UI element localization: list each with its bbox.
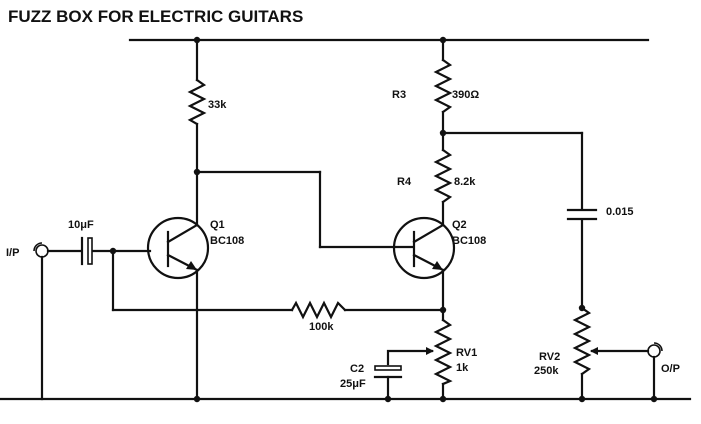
input-label: I/P (6, 247, 19, 259)
output-coupling-wire (441, 131, 584, 210)
interstage-wire (195, 170, 414, 249)
r3-value: 390Ω (452, 89, 479, 101)
rv1-value: 1k (456, 362, 469, 374)
rv2-value: 250k (534, 365, 559, 377)
capacitor-0-015: 0.015 (566, 206, 634, 310)
capacitor-10uf-value: 10μF (68, 219, 94, 231)
input-jack: I/P (6, 242, 49, 401)
rv2-ref: RV2 (539, 351, 560, 363)
resistor-33k: 33k (187, 38, 227, 174)
output-label: O/P (661, 363, 680, 375)
c2-value: 25μF (340, 378, 366, 390)
r4-ref: R4 (397, 176, 412, 188)
resistor-100k: 100k (111, 249, 445, 333)
diagram-title: FUZZ BOX FOR ELECTRIC GUITARS (8, 7, 303, 26)
output-jack: O/P (647, 342, 680, 401)
resistor-100k-value: 100k (309, 321, 334, 333)
capacitor-c2: C2 25μF (340, 363, 403, 401)
c2-ref: C2 (350, 363, 364, 375)
q2-ref: Q2 (452, 219, 467, 231)
resistor-33k-value: 33k (208, 99, 227, 111)
q1-part: BC108 (210, 235, 244, 247)
potentiometer-rv1: RV1 1k (386, 318, 477, 401)
r3-ref: R3 (392, 89, 406, 101)
transistor-q1: Q1 BC108 (146, 170, 244, 401)
junction-dots (109, 36, 658, 403)
capacitor-10uf: 10μF (46, 219, 152, 266)
q2-part: BC108 (452, 235, 486, 247)
potentiometer-rv2: RV2 250k (534, 306, 650, 401)
resistor-r3: R3 390Ω (392, 38, 479, 152)
q1-ref: Q1 (210, 219, 225, 231)
capacitor-0-015-value: 0.015 (606, 206, 634, 218)
rv1-ref: RV1 (456, 347, 477, 359)
r4-value: 8.2k (454, 176, 476, 188)
resistor-r4: R4 8.2k (397, 148, 476, 226)
transistor-q2: Q2 BC108 (392, 216, 486, 322)
